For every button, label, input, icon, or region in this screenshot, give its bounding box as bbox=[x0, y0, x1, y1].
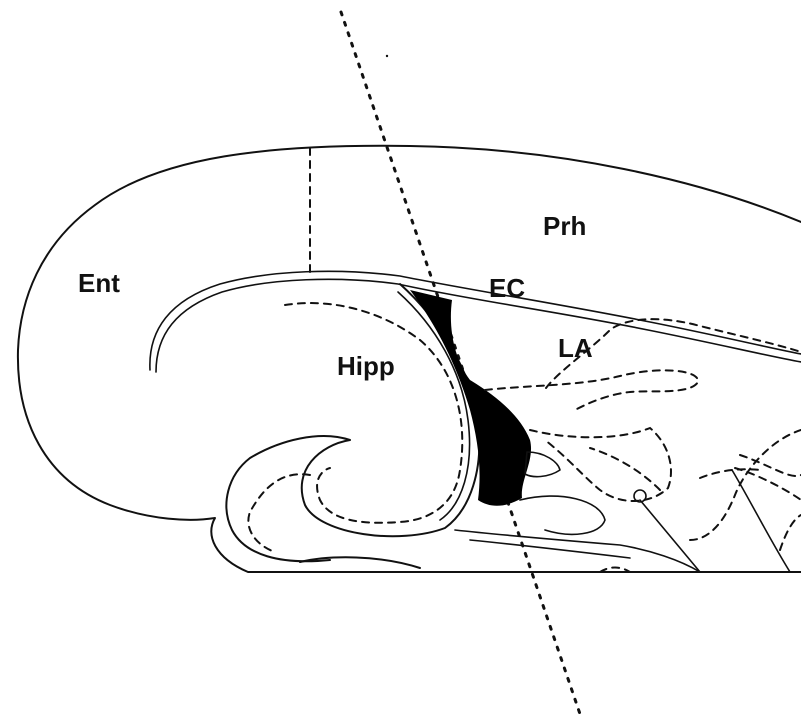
speck bbox=[386, 55, 388, 57]
lower-right-line bbox=[640, 500, 700, 572]
external-capsule-inner bbox=[156, 279, 801, 372]
la-dashed-contour bbox=[485, 370, 698, 410]
label-ec: EC bbox=[489, 275, 525, 301]
amygdala-dashed-contour-4 bbox=[690, 430, 801, 540]
lower-fold-outline bbox=[300, 557, 420, 568]
lower-lobe bbox=[520, 496, 605, 534]
label-ent: Ent bbox=[78, 270, 120, 296]
amygdala-dashed-contour-7 bbox=[780, 515, 801, 550]
label-prh: Prh bbox=[543, 213, 586, 239]
amygdala-dashed-contour-2 bbox=[735, 468, 801, 500]
label-hipp: Hipp bbox=[337, 353, 395, 379]
black-region bbox=[410, 290, 531, 506]
lower-right-line-2 bbox=[732, 470, 790, 572]
amygdala-dashed-contour-5 bbox=[590, 448, 660, 490]
amygdala-dashed-contour bbox=[530, 428, 671, 501]
lower-band-2 bbox=[470, 540, 630, 558]
label-la: LA bbox=[558, 335, 593, 361]
